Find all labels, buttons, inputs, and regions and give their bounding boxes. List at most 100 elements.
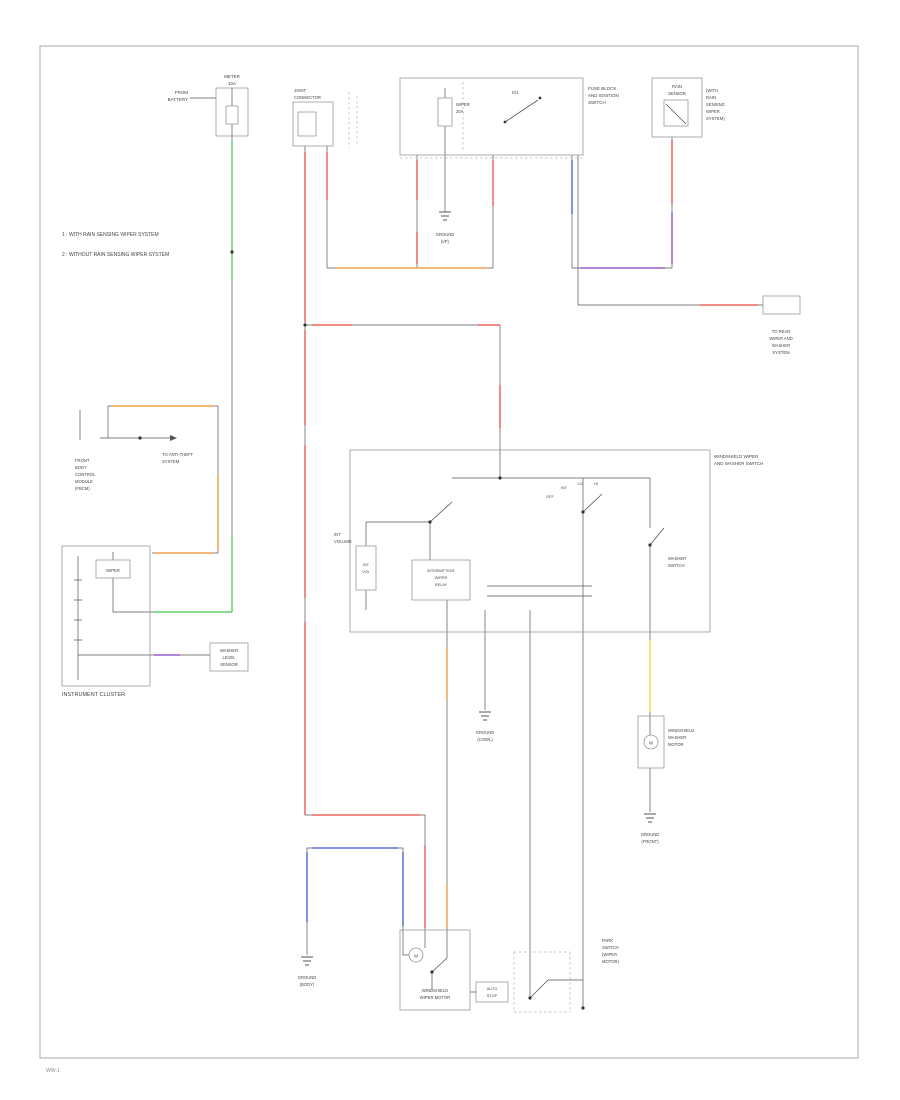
position-label: HI [594, 482, 598, 486]
rain-sensor-note: WIPER [706, 109, 720, 114]
rain-sensor-note: SYSTEM) [706, 116, 725, 121]
washer-motor-label: WINDSHIELD [668, 728, 694, 733]
rain-sensor-inner [663, 99, 689, 127]
rain-sensor-note: (WITH [706, 88, 718, 93]
switch-assembly-label: AND WASHER SWITCH [714, 461, 763, 466]
fbcm-label: (FBCM) [75, 486, 90, 491]
anti-theft-ref: TO ANTI-THEFT [162, 452, 194, 457]
ground-label: (FRONT) [641, 839, 659, 844]
int-volume-box-label: INT [363, 563, 370, 567]
ground-label: (BODY) [300, 982, 315, 987]
int-volume-label: VOLUME [334, 539, 352, 544]
wiper-indicator-box [95, 559, 131, 579]
contact-dot [528, 996, 532, 1000]
contact-dot [428, 520, 432, 524]
meter-fuse-label: METER [224, 74, 241, 79]
contact-dot [498, 476, 502, 480]
rear-system-ref: SYSTEM [772, 350, 790, 355]
position-label: LO [577, 482, 582, 486]
ground-label: GROUND [436, 232, 455, 237]
meter-fuse-box [215, 87, 249, 137]
rain-sensor-note: SENSING [706, 102, 725, 107]
park-switch-label: SWITCH [602, 945, 619, 950]
page-code: WW-1 [46, 1068, 60, 1074]
int-volume-label: INT [334, 532, 341, 537]
contact-dot [581, 510, 585, 514]
wiper-indicator-label: WIPER [106, 568, 120, 573]
contact-dot [581, 1006, 585, 1010]
park-switch-label: MOTOR) [602, 959, 620, 964]
fuse-block-label: FUSE BLOCK [588, 86, 617, 91]
washer-motor-label: MOTOR [668, 742, 684, 747]
int-relay-label: RELAY [435, 583, 448, 587]
int-volume-box [355, 545, 377, 591]
fbcm-label: FRONT [75, 458, 90, 463]
wire-blue [306, 160, 573, 926]
instrument-cluster-box [61, 545, 151, 687]
washer-level-sensor-label: LEVEL [222, 655, 236, 660]
washer-motor-symbol [643, 734, 659, 750]
ground-label: (I/P) [441, 239, 450, 244]
wiper-motor-box [399, 929, 471, 1011]
washer-motor-label: WASHER [668, 735, 686, 740]
meter-fuse-element [225, 105, 239, 125]
park-switch-label: PARK [602, 938, 613, 943]
fuse-block-label: SWITCH [588, 100, 606, 105]
int-relay-box [411, 559, 471, 601]
fuse-block-box [399, 77, 584, 156]
joint-connector-box [292, 101, 334, 147]
washer-level-sensor-label: SENSOR [220, 662, 238, 667]
int-relay-label: WIPER [435, 576, 448, 580]
wiper-motor-label: WINDSHIELD [422, 988, 448, 993]
wire-red [304, 140, 758, 928]
page-border [39, 45, 859, 1059]
wire-green [154, 142, 233, 613]
washer-level-sensor-label: WASHER [220, 648, 238, 653]
rain-sensor-note: RAIN [706, 95, 716, 100]
motor-m-label: M [414, 954, 418, 959]
anti-theft-ref: SYSTEM [162, 459, 180, 464]
instrument-cluster-label: INSTRUMENT CLUSTER [62, 692, 125, 698]
ground-label: GROUND [641, 832, 660, 837]
wiper-motor-symbol [408, 947, 424, 963]
int-volume-box-label: VOL [362, 570, 370, 574]
wiper-fuse-label: WIPER [456, 102, 470, 107]
splice-dot [230, 250, 234, 254]
joint-connector-label: CONNECTOR [294, 95, 321, 100]
wiper-fuse-label: 20A [456, 109, 464, 114]
washer-switch-label: WASHER [668, 556, 686, 561]
fbcm-label: BODY [75, 465, 87, 470]
position-label: OFF [546, 495, 554, 499]
battery-feed-label: FROM [175, 90, 188, 95]
contact-dot [430, 970, 434, 974]
rear-system-ref: WIPER AND [769, 336, 793, 341]
washer-level-sensor-box [209, 642, 249, 672]
rear-system-ref: WASHER [772, 343, 790, 348]
rear-system-ref: TO REAR [772, 329, 791, 334]
contact-dot [503, 120, 507, 124]
rear-system-connector-box [762, 295, 801, 315]
motor-m-label: M [649, 741, 653, 746]
int-relay-label: INTERMITTENT [427, 569, 456, 573]
contact-dot [538, 96, 542, 100]
wiper-motor-label: WIPER MOTOR [420, 995, 450, 1000]
washer-motor-box [637, 715, 665, 769]
wire-orange [112, 267, 487, 928]
note-line: 1 : WITH RAIN SENSING WIPER SYSTEM [62, 232, 159, 238]
arrowhead-icon [170, 435, 177, 441]
ground-label: (COWL) [477, 737, 493, 742]
splice-dot [138, 436, 142, 440]
rain-sensor-label: RAIN [672, 84, 682, 89]
position-label: INT [561, 486, 568, 490]
auto-stop-box [475, 981, 509, 1003]
joint-connector-inner [297, 111, 317, 137]
meter-fuse-label: 10A [228, 81, 236, 86]
switch-assembly-label: WINDSHIELD WIPER [714, 454, 759, 459]
joint-connector-label: JOINT [294, 88, 307, 93]
fbcm-label: CONTROL [75, 472, 96, 477]
battery-feed-label: BATTERY [168, 97, 188, 102]
wire-purple [154, 212, 673, 656]
ground-label: GROUND [476, 730, 495, 735]
